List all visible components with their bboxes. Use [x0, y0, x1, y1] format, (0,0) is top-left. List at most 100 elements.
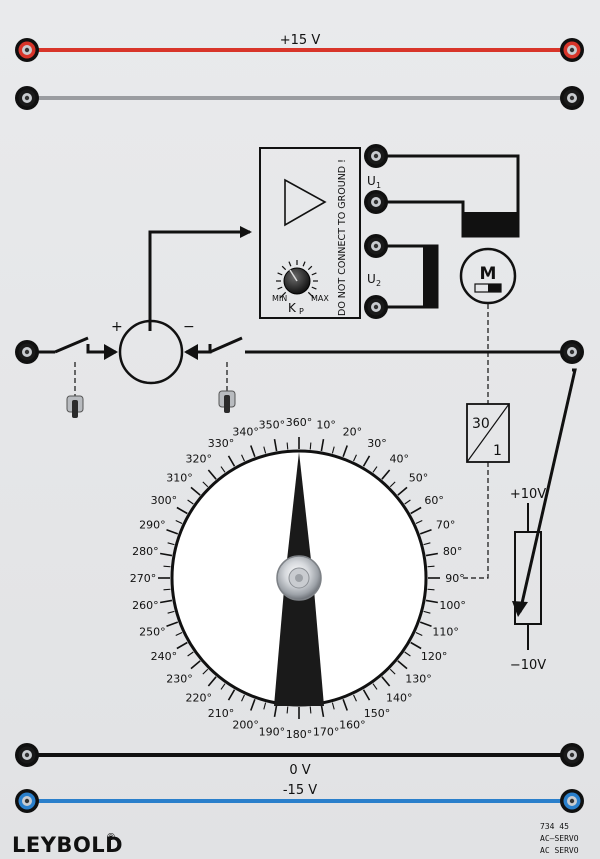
- comparator-minus: −: [183, 319, 195, 335]
- dial-label: 330°: [208, 437, 235, 450]
- dial-pointer-top: [285, 452, 313, 578]
- socket-minus15-left[interactable]: [15, 789, 39, 813]
- dial-label: 110°: [432, 625, 459, 638]
- dial-label: 170°: [313, 726, 340, 739]
- right-toggle-lever[interactable]: [224, 395, 230, 413]
- dial-tick: [166, 529, 179, 535]
- dial-label: 50°: [409, 472, 429, 485]
- amplifier-warning: DO NOT CONNECT TO GROUND !: [337, 159, 348, 316]
- socket-plus15-left[interactable]: [15, 38, 39, 62]
- socket-hole: [24, 752, 30, 758]
- rail-zero-label: 0 V: [289, 763, 310, 778]
- socket-rail2-left[interactable]: [15, 86, 39, 110]
- dial-tick: [389, 668, 396, 675]
- dial-tick: [176, 506, 188, 515]
- dial-tick: [309, 442, 312, 450]
- gain-symbol: K: [288, 301, 297, 315]
- dial-label: 300°: [151, 494, 178, 507]
- dial-label: 180°: [286, 728, 313, 741]
- socket-input-right[interactable]: [560, 340, 584, 364]
- socket-hole: [373, 199, 379, 205]
- socket-u2-top[interactable]: [364, 234, 388, 258]
- dial-tick: [273, 704, 278, 717]
- socket-hole: [24, 95, 30, 101]
- gain-scale-tick: [311, 272, 317, 276]
- socket-hole: [373, 243, 379, 249]
- dial-label: 340°: [232, 425, 259, 438]
- rail-minus15: -15 V: [27, 783, 572, 803]
- dial-label: 20°: [343, 425, 363, 438]
- sockets: [15, 38, 584, 813]
- socket-u1-bottom[interactable]: [364, 190, 388, 214]
- pot-bottom-label: −10V: [510, 658, 546, 673]
- socket-hole: [569, 95, 575, 101]
- left-switch-contact: [86, 344, 92, 354]
- socket-plus15-right[interactable]: [560, 38, 584, 62]
- dial-tick: [381, 676, 391, 687]
- left-toggle-switch[interactable]: [66, 395, 84, 418]
- socket-hole: [569, 349, 575, 355]
- pot-top-label: +10V: [510, 487, 546, 502]
- dial-tick: [187, 499, 194, 505]
- dial-label: 240°: [151, 650, 178, 663]
- comparator-output-wire: [148, 230, 250, 331]
- dial-pointer-bottom: [274, 578, 324, 706]
- dial-tick: [263, 702, 267, 710]
- dial-tick: [190, 660, 201, 670]
- dial-tick: [220, 683, 226, 690]
- gain-max-label: MAX: [311, 294, 329, 303]
- socket-u2-bottom[interactable]: [364, 295, 388, 319]
- angle-dial: 10°20°30°40°50°60°70°80°90°100°110°120°1…: [130, 416, 466, 741]
- plus-input-arrow: [104, 344, 118, 360]
- gearbox-top: 30: [472, 416, 490, 432]
- dial-tick: [372, 466, 378, 473]
- dial-tick: [425, 552, 438, 557]
- dial-label: 160°: [339, 719, 366, 732]
- gain-scale-tick: [307, 291, 315, 299]
- left-toggle-lever[interactable]: [72, 400, 78, 418]
- socket-input-left[interactable]: [15, 340, 39, 364]
- right-switch-contact: [205, 344, 212, 354]
- gearbox: 30 1: [466, 403, 510, 463]
- comparator: + −: [111, 319, 195, 385]
- dial-label: 100°: [439, 599, 466, 612]
- dial-tick: [160, 599, 173, 604]
- dial-tick: [410, 641, 422, 650]
- dial-label: 70°: [436, 519, 456, 532]
- dial-tick: [167, 610, 175, 614]
- dial-label: 270°: [130, 572, 157, 585]
- comparator-circle: [118, 319, 184, 385]
- dial-tick: [207, 469, 217, 480]
- brand-logo: LEYBOLD: [12, 833, 123, 857]
- dial-label: 360°: [286, 416, 313, 429]
- dial-tick: [372, 683, 378, 690]
- gearbox-dial-link: [460, 462, 489, 579]
- dial-knob-hub: [295, 574, 303, 582]
- comparator-plus: +: [111, 319, 123, 335]
- socket-rail2-right[interactable]: [560, 86, 584, 110]
- dial-label: 310°: [166, 472, 193, 485]
- socket-zero-left[interactable]: [15, 743, 39, 767]
- motor-label: M: [480, 264, 497, 284]
- dial-tick: [362, 689, 371, 701]
- dial-tick: [202, 668, 209, 675]
- socket-minus15-right[interactable]: [560, 789, 584, 813]
- dial-tick: [309, 706, 312, 714]
- dial-tick: [423, 610, 431, 614]
- dial-tick: [163, 565, 171, 568]
- dial-tick: [207, 676, 217, 687]
- dial-tick: [397, 660, 408, 670]
- dial-tick: [419, 529, 432, 535]
- dial-tick: [166, 621, 179, 627]
- rail-plus15: +15 V: [27, 33, 572, 52]
- dial-label: 80°: [443, 545, 463, 558]
- right-toggle-switch[interactable]: [218, 390, 236, 413]
- dial-tick: [425, 599, 438, 604]
- dial-tick: [410, 506, 422, 515]
- socket-u1-top[interactable]: [364, 144, 388, 168]
- dial-tick: [286, 706, 289, 714]
- gain-scale: [276, 260, 318, 299]
- socket-zero-right[interactable]: [560, 743, 584, 767]
- socket-hole: [569, 47, 575, 53]
